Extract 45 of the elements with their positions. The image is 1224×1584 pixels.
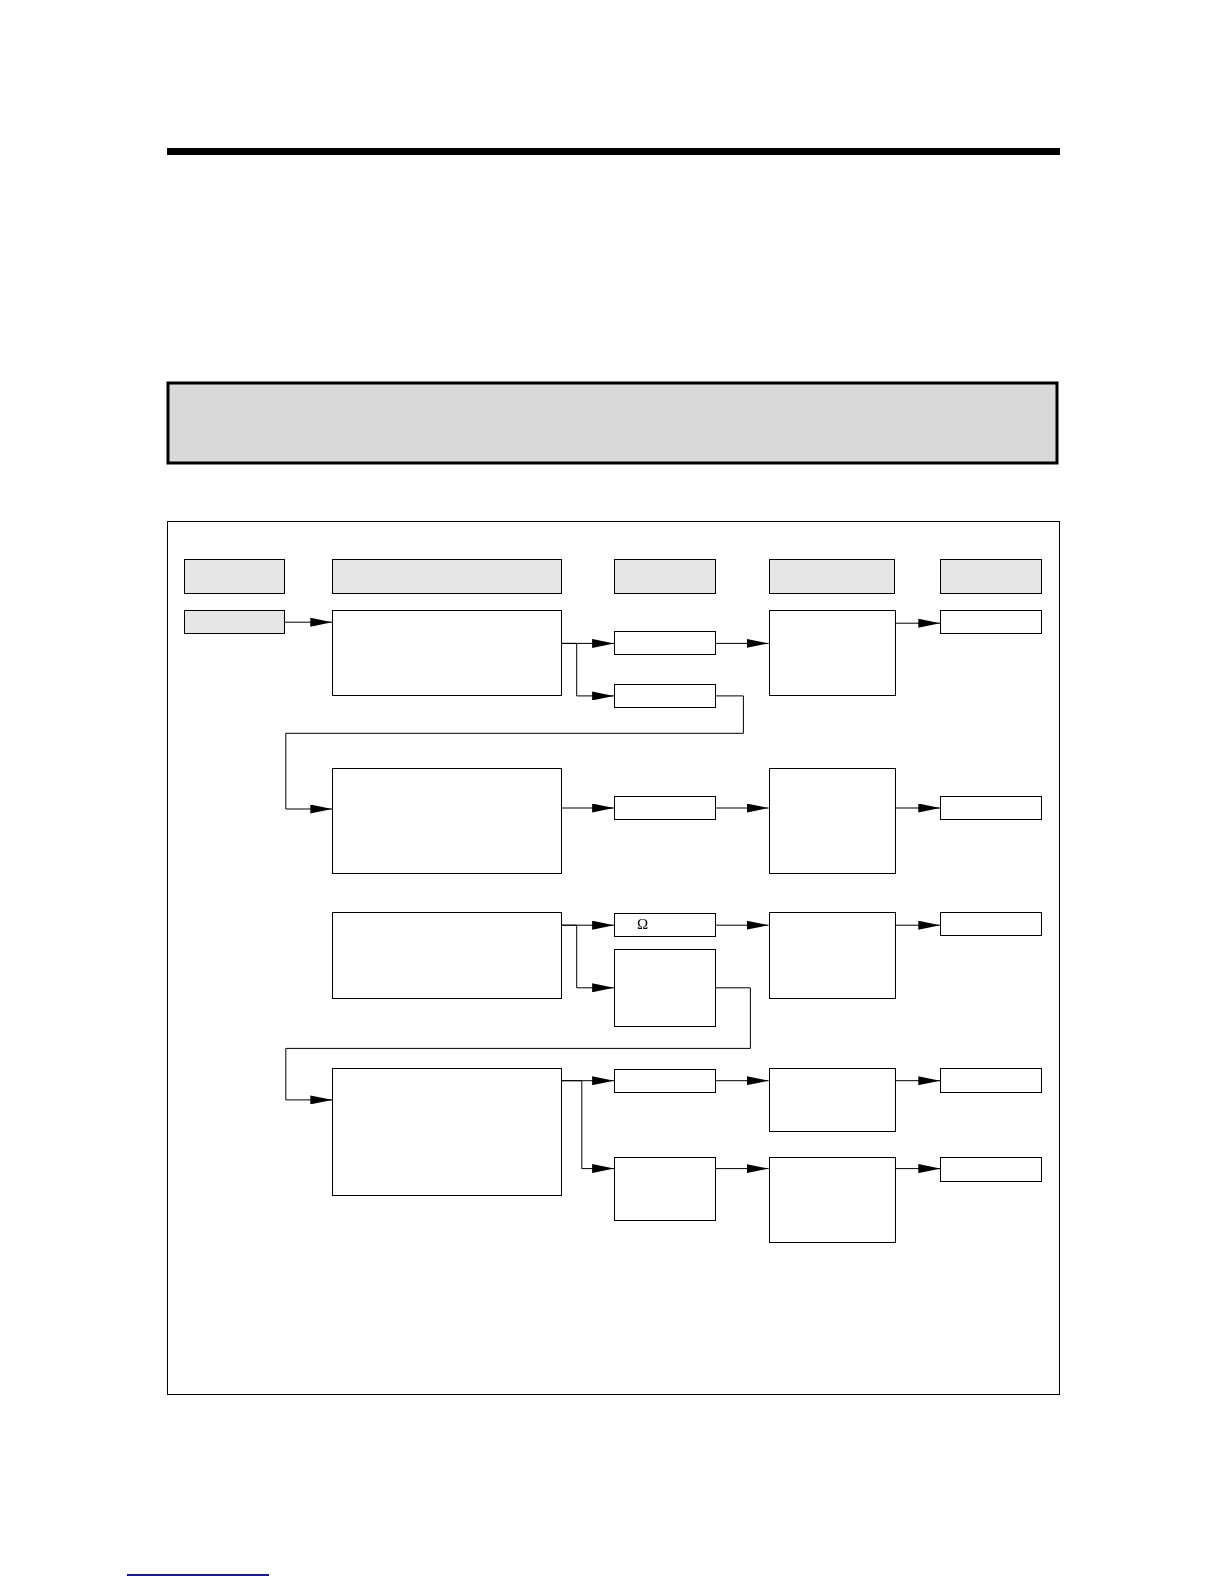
empty-box (768, 912, 896, 999)
arrow (895, 1076, 941, 1086)
empty-box (940, 1157, 1043, 1182)
empty-box (768, 558, 895, 594)
empty-box (614, 1157, 717, 1222)
arrow (561, 924, 615, 993)
arrow (715, 920, 770, 930)
empty-box (332, 1067, 562, 1196)
empty-box (183, 558, 285, 594)
empty-box (940, 558, 1043, 594)
arrow (895, 618, 941, 628)
empty-box (940, 795, 1043, 821)
empty-box (614, 795, 717, 821)
empty-box (768, 610, 896, 696)
arrow (895, 1164, 941, 1174)
empty-box (768, 1067, 896, 1133)
empty-box (614, 683, 717, 708)
arrow (715, 1164, 770, 1174)
arrow (715, 638, 770, 648)
empty-box (183, 610, 285, 635)
process-box (614, 913, 717, 938)
arrow (561, 642, 615, 701)
empty-box (614, 631, 717, 656)
arrow (561, 803, 615, 813)
arrow (285, 987, 751, 1105)
arrow (715, 1076, 770, 1086)
empty-box (332, 912, 562, 999)
empty-box (614, 558, 717, 594)
arrow (285, 695, 744, 814)
arrow (895, 803, 941, 813)
empty-box (940, 912, 1043, 937)
empty-box (768, 767, 896, 874)
empty-box (332, 558, 562, 594)
arrow (284, 617, 333, 627)
empty-box (614, 949, 717, 1028)
empty-box (940, 1067, 1043, 1093)
empty-box (332, 767, 562, 874)
arrow (895, 920, 941, 930)
empty-box (614, 1068, 717, 1093)
empty-box (940, 610, 1043, 635)
empty-box (768, 1157, 896, 1244)
arrow (561, 1080, 615, 1174)
arrow (715, 803, 770, 813)
empty-box (332, 610, 562, 696)
box-text: Ω (637, 916, 649, 934)
